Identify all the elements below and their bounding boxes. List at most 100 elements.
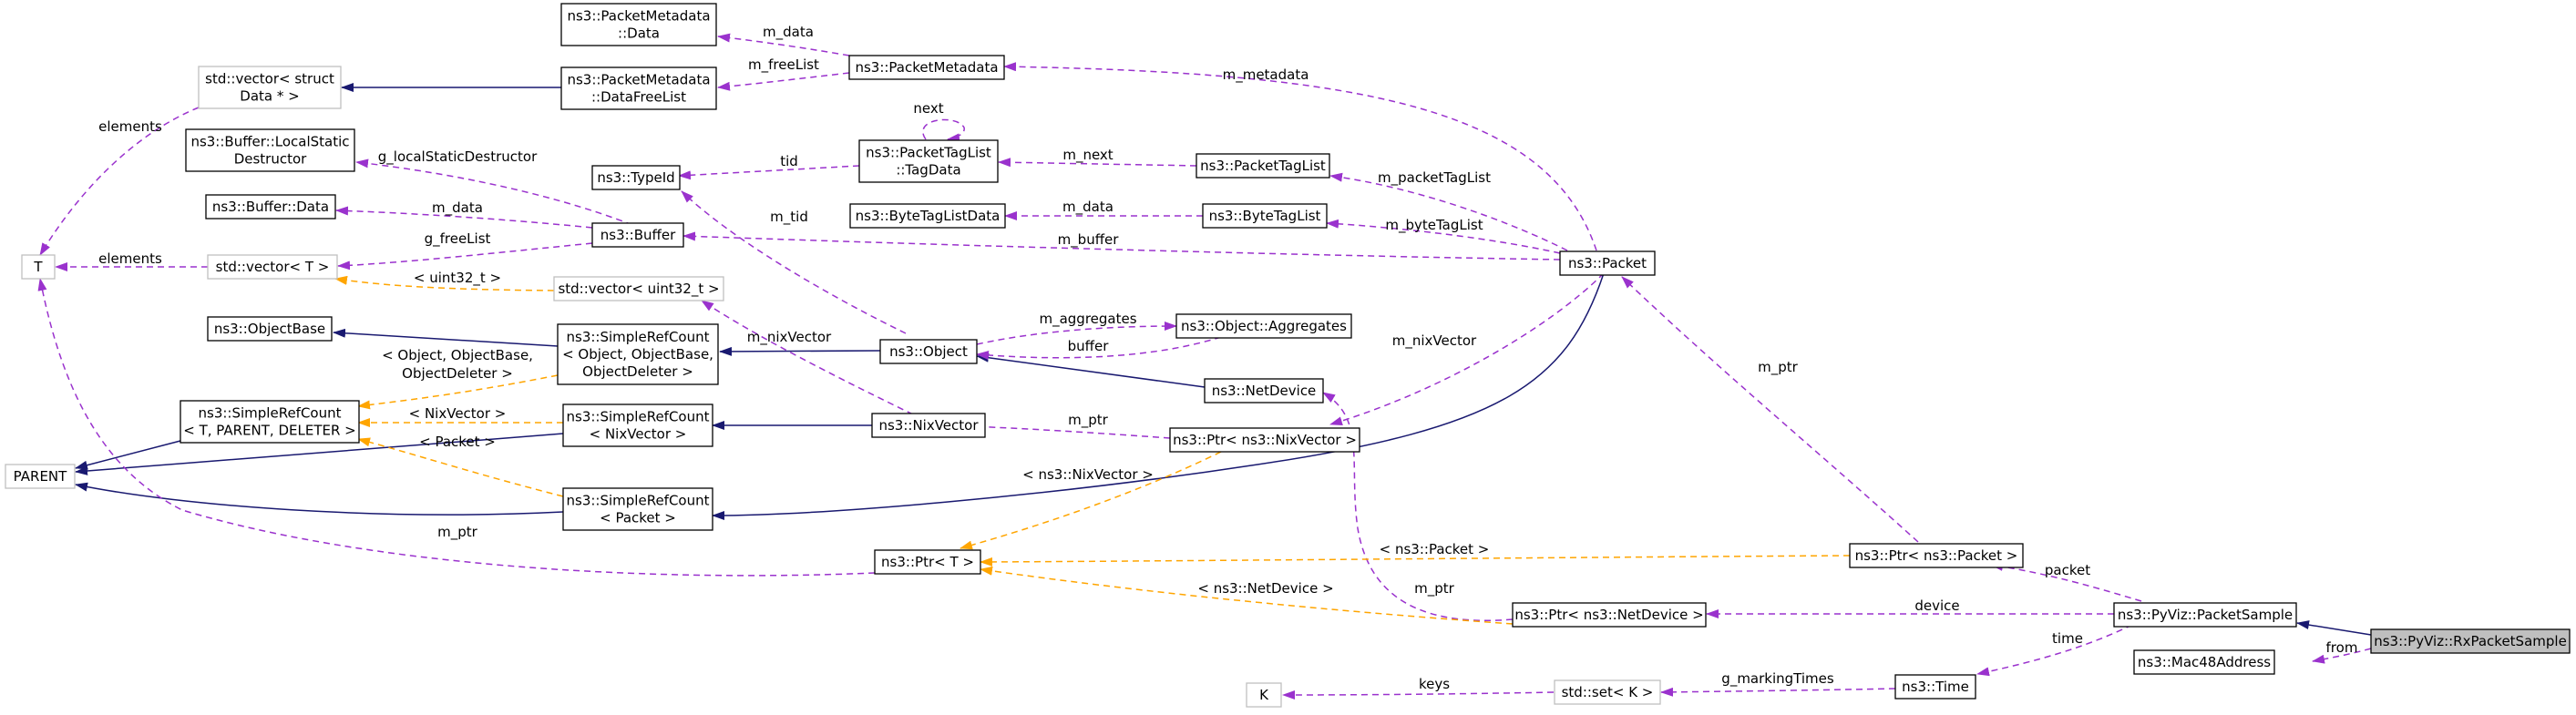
label-m-buffer: m_buffer xyxy=(1058,231,1120,249)
label-g-freelist: g_freeList xyxy=(425,230,491,248)
label-tid: tid xyxy=(780,153,798,169)
node-pyviz-rxpacketsample[interactable]: ns3::PyViz::RxPacketSample xyxy=(2370,628,2571,654)
node-box xyxy=(205,194,336,220)
node-vector-uint32[interactable]: std::vector< uint32_t > xyxy=(553,276,724,301)
node-buffer[interactable]: ns3::Buffer xyxy=(591,222,684,248)
label-m-ptr-nd: m_ptr xyxy=(1414,580,1455,598)
node-label: Destructor xyxy=(234,151,307,168)
node-bytetaglistdata[interactable]: ns3::ByteTagListData xyxy=(849,203,1006,229)
label-nix-ptr-template: < ns3::NixVector > xyxy=(1022,466,1154,483)
node-box xyxy=(2113,602,2297,628)
node-box xyxy=(1169,427,1360,453)
edge-tpl-obj xyxy=(357,374,559,410)
node-packetmetadata[interactable]: ns3::PacketMetadata xyxy=(848,55,1005,80)
node-object[interactable]: ns3::Object xyxy=(879,339,978,364)
edge-next-self xyxy=(922,118,965,143)
node-box xyxy=(858,139,999,183)
label-m-next: m_next xyxy=(1062,147,1113,164)
node-ptr-T[interactable]: ns3::Ptr< T > xyxy=(874,549,981,575)
edge-g-markingtimes xyxy=(1660,687,1896,697)
node-set-K[interactable]: std::set< K > xyxy=(1554,679,1661,705)
node-simplerefcount-nixvector[interactable]: ns3::SimpleRefCount< NixVector > xyxy=(562,403,713,447)
node-packet[interactable]: ns3::Packet xyxy=(1559,250,1656,276)
node-label: ns3::Ptr< ns3::Packet > xyxy=(1855,547,2018,564)
node-packetmetadata-datafreelist[interactable]: ns3::PacketMetadata::DataFreeList xyxy=(560,66,717,110)
node-box xyxy=(849,203,1006,229)
node-label: ns3::PyViz::PacketSample xyxy=(2118,607,2293,623)
edge-src-tpd-to-parent xyxy=(75,440,181,470)
node-label: < NixVector > xyxy=(590,426,687,443)
node-label: ns3::SimpleRefCount xyxy=(567,409,710,425)
node-netdevice[interactable]: ns3::NetDevice xyxy=(1204,378,1324,403)
edge-packet-to-src-pkt xyxy=(712,272,1605,520)
node-bytetaglist[interactable]: ns3::ByteTagList xyxy=(1202,203,1328,229)
node-buffer-data[interactable]: ns3::Buffer::Data xyxy=(205,194,336,220)
node-label: std::vector< struct xyxy=(205,71,334,87)
node-label: < T, PARENT, DELETER > xyxy=(183,423,355,439)
node-box xyxy=(562,403,713,447)
node-ptr-netdevice[interactable]: ns3::Ptr< ns3::NetDevice > xyxy=(1512,602,1707,628)
node-label: T xyxy=(33,259,43,275)
label-m-data-buf: m_data xyxy=(432,199,483,217)
edge-m-aggregates xyxy=(976,322,1177,345)
node-simplerefcount-object[interactable]: ns3::SimpleRefCount< Object, ObjectBase,… xyxy=(557,323,719,385)
edge-m-ptr-nd xyxy=(1322,392,1514,621)
node-box xyxy=(1559,250,1656,276)
node-label: ns3::ByteTagList xyxy=(1209,208,1321,224)
node-simplerefcount-t-parent-deleter[interactable]: ns3::SimpleRefCount< T, PARENT, DELETER … xyxy=(180,400,360,444)
node-box xyxy=(2370,628,2571,654)
node-box xyxy=(2133,649,2275,675)
node-K[interactable]: K xyxy=(1246,682,1282,708)
node-objectbase[interactable]: ns3::ObjectBase xyxy=(207,316,333,342)
node-label: ns3::PacketMetadata xyxy=(855,59,998,76)
node-parent[interactable]: PARENT xyxy=(5,464,76,489)
label-m-nixvector-pkt: m_nixVector xyxy=(1392,332,1477,350)
node-label: ns3::PacketMetadata xyxy=(567,72,710,88)
label-uint32: < uint32_t > xyxy=(414,270,501,287)
node-mac48address[interactable]: ns3::Mac48Address xyxy=(2133,649,2275,675)
node-label: std::vector< uint32_t > xyxy=(558,281,719,298)
node-object-aggregates[interactable]: ns3::Object::Aggregates xyxy=(1175,313,1352,339)
node-label: ns3::Buffer xyxy=(600,227,676,243)
node-label: std::set< K > xyxy=(1562,684,1654,700)
label-time: time xyxy=(2052,630,2083,647)
node-packettaglist-tagdata[interactable]: ns3::PacketTagList::TagData xyxy=(858,139,999,183)
edge-m-nixvector-obj xyxy=(701,300,914,415)
node-ptr-nixvector[interactable]: ns3::Ptr< ns3::NixVector > xyxy=(1169,427,1360,453)
node-packettaglist[interactable]: ns3::PacketTagList xyxy=(1196,153,1330,179)
node-box xyxy=(185,128,355,172)
node-packetmetadata-data[interactable]: ns3::PacketMetadata::Data xyxy=(560,3,717,46)
node-pyviz-packetsample[interactable]: ns3::PyViz::PacketSample xyxy=(2113,602,2297,628)
node-time[interactable]: ns3::Time xyxy=(1894,674,1976,700)
label-m-ptr-T: m_ptr xyxy=(437,524,478,541)
node-box xyxy=(557,323,719,385)
node-box xyxy=(207,316,333,342)
node-box xyxy=(591,165,681,190)
node-T[interactable]: T xyxy=(21,254,56,280)
label-m-ptr-nix: m_ptr xyxy=(1068,412,1109,429)
node-ptr-packet[interactable]: ns3::Ptr< ns3::Packet > xyxy=(1849,543,2024,568)
edge-tid xyxy=(678,165,860,180)
label-obj-template-1: < Object, ObjectBase, xyxy=(382,347,533,363)
node-box xyxy=(1894,674,1976,700)
edge-m-data-buf xyxy=(335,206,593,229)
node-vector-T[interactable]: std::vector< T > xyxy=(207,254,338,280)
edge-g-freelist xyxy=(337,242,593,271)
node-label: ns3::Ptr< ns3::NixVector > xyxy=(1173,432,1357,448)
node-label: ns3::PyViz::RxPacketSample xyxy=(2374,633,2567,649)
node-box xyxy=(1204,378,1324,403)
node-simplerefcount-packet[interactable]: ns3::SimpleRefCount< Packet > xyxy=(562,487,713,531)
node-label: K xyxy=(1259,687,1269,703)
node-typeid[interactable]: ns3::TypeId xyxy=(591,165,681,190)
node-nixvector[interactable]: ns3::NixVector xyxy=(871,413,986,438)
node-box xyxy=(874,549,981,575)
node-box xyxy=(562,487,713,531)
edge-buffer-agg xyxy=(976,336,1222,361)
node-label: ns3::SimpleRefCount xyxy=(567,329,710,345)
edges xyxy=(37,33,2372,700)
edge-tpl-nix-ptr xyxy=(960,451,1222,550)
edge-m-bytetaglist xyxy=(1326,219,1561,254)
